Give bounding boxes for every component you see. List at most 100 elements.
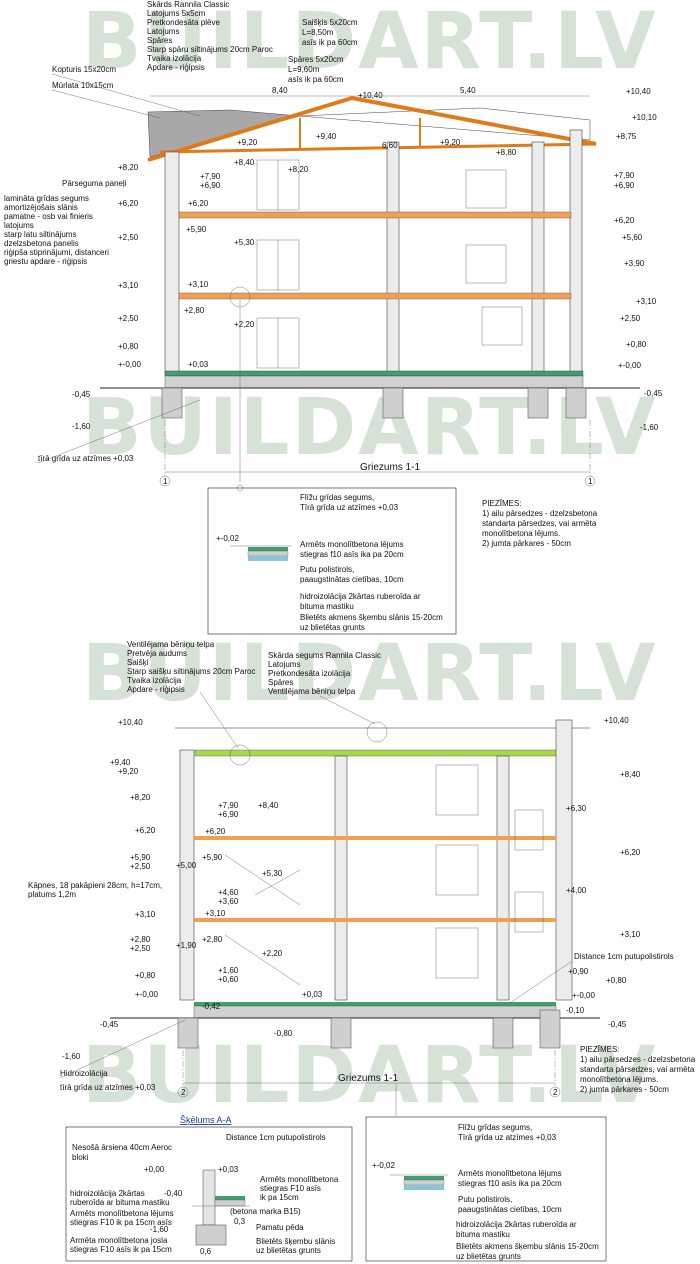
svg-text:Tvaika izolācija: Tvaika izolācija — [147, 54, 202, 63]
svg-text:+3,60: +3,60 — [218, 897, 239, 906]
svg-text:Spāres: Spāres — [268, 678, 293, 687]
svg-text:+5,00: +5,00 — [176, 861, 197, 870]
svg-text:stiegras F10 asīs ik pa 15cm: stiegras F10 asīs ik pa 15cm — [70, 1245, 172, 1254]
svg-text:ik pa 15cm: ik pa 15cm — [260, 1193, 299, 1202]
svg-text:+0,03: +0,03 — [302, 990, 323, 999]
svg-text:Pretkondesāta plēve: Pretkondesāta plēve — [147, 18, 220, 27]
inner-elevation-levels: +9,20 +8,40 +8,20 +7,90 +6,90 +6,20 +5,9… — [184, 91, 517, 369]
svg-text:+-0,00: +-0,00 — [118, 360, 141, 369]
svg-text:+-0,00: +-0,00 — [572, 991, 595, 1000]
svg-text:+0,80: +0,80 — [135, 971, 156, 980]
spares-note: Spāres 5x20cm L=9,60m asīs ik pa 60cm — [288, 55, 344, 84]
svg-text:+8,20: +8,20 — [130, 793, 151, 802]
floor-layer-list: lamināta grīdas segums amortizējošais sl… — [4, 194, 109, 266]
lower-roof-layer-list: Skārda segums Rannila Classic Latojums P… — [268, 651, 381, 696]
svg-text:+0,90: +0,90 — [568, 967, 589, 976]
svg-text:L=8,50m: L=8,50m — [302, 28, 334, 37]
section-title-lower: Griezums 1-1 — [338, 1073, 398, 1084]
svg-text:+0,03: +0,03 — [218, 1165, 239, 1174]
svg-text:-0,40: -0,40 — [164, 1189, 183, 1198]
upper-building — [100, 95, 640, 492]
floor-note: tīrā grīda uz atzīmes +0,03 — [38, 454, 134, 463]
axis-mark: 2 — [181, 1088, 186, 1097]
svg-text:+2,20: +2,20 — [262, 949, 283, 958]
svg-text:Armēts monolītbetona lējums: Armēts monolītbetona lējums — [458, 1169, 562, 1178]
svg-text:-0,45: -0,45 — [644, 389, 663, 398]
svg-text:+9,20: +9,20 — [440, 138, 461, 147]
svg-text:+3,10: +3,10 — [188, 280, 209, 289]
svg-text:+6,90: +6,90 — [200, 181, 221, 190]
svg-text:+6,30: +6,30 — [566, 804, 587, 813]
svg-text:dzelzsbetona panelis: dzelzsbetona panelis — [4, 239, 79, 248]
svg-text:Spāres: Spāres — [147, 36, 172, 45]
notes-lower: PIEZĪMES: 1) ailu pārsedzes - dzelzsbeto… — [580, 1045, 696, 1094]
dimension-labels: 8,40 5,40 6,60 — [150, 86, 590, 150]
svg-text:Tīrā grīda uz atzīmes +0,03: Tīrā grīda uz atzīmes +0,03 — [458, 1133, 557, 1142]
svg-text:Saišķis 5x20cm: Saišķis 5x20cm — [302, 18, 358, 27]
svg-text:+6,90: +6,90 — [614, 181, 635, 190]
svg-text:Saišķi: Saišķi — [127, 658, 149, 667]
svg-text:Latojums: Latojums — [268, 660, 300, 669]
svg-text:+8,20: +8,20 — [118, 163, 139, 172]
svg-text:Tvaika izolācija: Tvaika izolācija — [127, 676, 182, 685]
svg-text:+0,60: +0,60 — [218, 975, 239, 984]
svg-text:Starp spāru siltinājums 20cm P: Starp spāru siltinājums 20cm Paroc — [147, 45, 273, 54]
svg-text:+8,40: +8,40 — [620, 770, 641, 779]
svg-text:Putu polistirols,: Putu polistirols, — [300, 565, 354, 574]
svg-text:Kāpnes, 18 pakāpieni 28cm, h=1: Kāpnes, 18 pakāpieni 28cm, h=17cm, — [28, 881, 162, 890]
watermark: BUILDART.LV — [82, 0, 658, 87]
svg-text:Blietēts akmens šķembu slānis: Blietēts akmens šķembu slānis 15-20cm — [456, 1242, 599, 1251]
svg-text:0,6: 0,6 — [200, 1247, 212, 1256]
svg-text:+6,20: +6,20 — [614, 216, 635, 225]
svg-text:+2,50: +2,50 — [118, 233, 139, 242]
svg-text:+-0,02: +-0,02 — [372, 1161, 395, 1170]
svg-text:+6,90: +6,90 — [218, 810, 239, 819]
svg-text:Apdare - riģipsis: Apdare - riģipsis — [127, 685, 185, 694]
svg-text:griestu apdare - riģipsis: griestu apdare - riģipsis — [4, 257, 87, 266]
svg-text:Spāres 5x20cm: Spāres 5x20cm — [288, 55, 344, 64]
svg-text:Pretkondesāta izolācija: Pretkondesāta izolācija — [268, 669, 351, 678]
svg-text:+3,10: +3,10 — [118, 281, 139, 290]
svg-text:+1,60: +1,60 — [218, 966, 239, 975]
watermark: BUILDART.LV — [82, 629, 658, 719]
svg-text:Armēta monolītbetona josla: Armēta monolītbetona josla — [70, 1236, 168, 1245]
svg-text:+2,80: +2,80 — [202, 935, 223, 944]
parseguma-title: Pārseguma paneļi — [62, 179, 127, 188]
svg-text:Armēts monolītbetona lējums: Armēts monolītbetona lējums — [300, 540, 404, 549]
svg-text:+-0,00: +-0,00 — [135, 990, 158, 999]
svg-text:uz blietētas grunts: uz blietētas grunts — [456, 1252, 521, 1261]
svg-text:+0,00: +0,00 — [144, 1165, 165, 1174]
svg-text:PIEZĪMES:: PIEZĪMES: — [482, 499, 522, 508]
svg-text:stiegras F10 asīs: stiegras F10 asīs — [260, 1184, 321, 1193]
svg-text:-0,45: -0,45 — [72, 390, 91, 399]
svg-text:+0,80: +0,80 — [118, 342, 139, 351]
svg-text:Skārds Rannila Classic: Skārds Rannila Classic — [147, 0, 229, 9]
svg-text:standarta pārsedzes, vai armēt: standarta pārsedzes, vai armēta — [580, 1065, 695, 1074]
svg-text:+6,20: +6,20 — [205, 827, 226, 836]
svg-text:+6,20: +6,20 — [135, 826, 156, 835]
svg-text:-1,60: -1,60 — [150, 1225, 169, 1234]
svg-text:+3,10: +3,10 — [205, 909, 226, 918]
svg-text:+5,90: +5,90 — [130, 853, 151, 862]
svg-text:-0,80: -0,80 — [274, 1029, 293, 1038]
svg-text:+0,80: +0,80 — [626, 340, 647, 349]
svg-text:-0,45: -0,45 — [100, 1020, 119, 1029]
svg-text:Pretvēja audums: Pretvēja audums — [127, 649, 187, 658]
svg-text:(betona marka B15): (betona marka B15) — [230, 1207, 301, 1216]
section-title-upper: Griezums 1-1 — [360, 462, 420, 473]
svg-text:Armēts monolītbetona lējums: Armēts monolītbetona lējums — [70, 1209, 174, 1218]
svg-text:Putu polistirols,: Putu polistirols, — [458, 1195, 512, 1204]
svg-text:-1,60: -1,60 — [62, 1052, 81, 1061]
svg-text:Flīžu grīdas segums,: Flīžu grīdas segums, — [300, 493, 374, 502]
notes-top: PIEZĪMES: 1) ailu pārsedzes - dzelzsbeto… — [482, 499, 598, 548]
axis-mark: 2 — [553, 1088, 558, 1097]
svg-text:+3,10: +3,10 — [620, 930, 641, 939]
svg-text:+10,40: +10,40 — [118, 718, 143, 727]
svg-text:+2,50: +2,50 — [118, 314, 139, 323]
svg-text:bituma mastiku: bituma mastiku — [300, 602, 354, 611]
svg-text:2) jumta pārkares - 50cm: 2) jumta pārkares - 50cm — [482, 539, 571, 548]
floor-note: tīrā grīda uz atzīmes +0,03 — [60, 1083, 156, 1092]
svg-text:standarta pārsedzes, vai armēt: standarta pārsedzes, vai armēta — [482, 519, 597, 528]
svg-text:+10,40: +10,40 — [626, 87, 651, 96]
svg-text:-1,60: -1,60 — [640, 423, 659, 432]
